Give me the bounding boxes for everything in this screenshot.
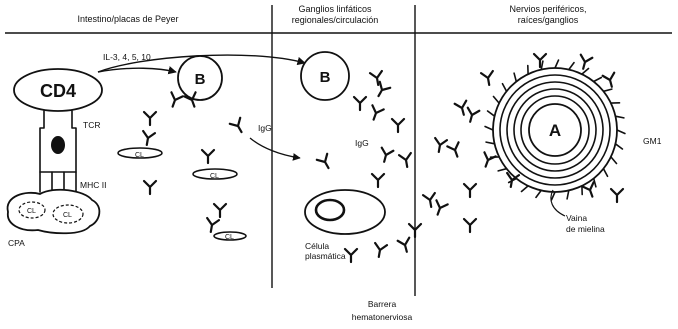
- antibody-igg-icon: [464, 108, 479, 124]
- cl-label-1: CL: [135, 152, 144, 159]
- antibody-igg-icon: [611, 189, 623, 202]
- interleukin-label: IL-3, 4, 5, 10: [103, 52, 151, 62]
- antibody-igg-icon: [577, 55, 592, 71]
- barrier-label-1: Barrera: [368, 299, 397, 309]
- cl-label-3: CL: [225, 234, 234, 241]
- barrier-label-2: hematonerviosa: [352, 312, 413, 322]
- antibody-igg-icon: [464, 219, 476, 232]
- header-intestine: Intestino/placas de Peyer: [77, 14, 178, 24]
- antibody-igg-icon: [423, 193, 437, 208]
- antibody-igg-icon: [447, 142, 463, 158]
- antibody-igg-icon: [433, 138, 447, 153]
- antibody-igg-icon: [230, 118, 247, 135]
- header-nerves-2: raíces/ganglios: [518, 15, 579, 25]
- igg-label-middle: IgG: [355, 138, 369, 148]
- antibody-igg-icon: [368, 105, 384, 121]
- apc-label: CPA: [8, 238, 25, 248]
- plasma-label-2: plasmática: [305, 251, 346, 261]
- header-lymph-nodes-2: regionales/circulación: [292, 15, 379, 25]
- antibody-igg-icon: [144, 181, 156, 194]
- apc-cl-1: CL: [27, 208, 36, 215]
- igg-label-left: IgG: [258, 123, 272, 133]
- antibody-igg-icon: [534, 54, 546, 67]
- tcr-label: TCR: [83, 120, 100, 130]
- mhc-label: MHC II: [80, 180, 106, 190]
- gm1-label: GM1: [643, 136, 662, 146]
- antibody-igg-icon: [481, 71, 495, 86]
- plasma-label-1: Célula: [305, 241, 329, 251]
- antibody-igg-icon: [317, 154, 334, 171]
- peptide-antigen: [51, 136, 65, 154]
- antibody-igg-icon: [345, 249, 357, 262]
- myelin-pointer: [551, 190, 565, 216]
- antibody-igg-icon: [480, 152, 496, 168]
- igg-arrow: [250, 138, 300, 158]
- myelin-label-1: Vaina: [566, 213, 587, 223]
- antibody-igg-icon: [205, 218, 219, 233]
- antibody-igg-icon: [464, 184, 476, 197]
- cd4-label: CD4: [40, 81, 76, 101]
- antibody-igg-icon: [432, 200, 448, 216]
- axon-label: A: [549, 121, 561, 140]
- antibody-igg-icon: [373, 243, 387, 258]
- antibody-igg-icon: [399, 153, 413, 168]
- cl-label-2: CL: [210, 173, 219, 180]
- antibody-igg-icon: [144, 112, 156, 125]
- antibody-igg-icon: [214, 204, 226, 217]
- antibody-igg-icon: [167, 92, 183, 108]
- antibody-igg-icon: [373, 82, 390, 99]
- antibody-igg-icon: [378, 148, 393, 164]
- header-lymph-nodes-1: Ganglios linfáticos: [298, 4, 372, 14]
- antibody-igg-icon: [398, 238, 413, 254]
- myelinated-axon: A: [485, 60, 625, 200]
- b-cell-left-label: B: [195, 71, 206, 88]
- antibody-igg-icon: [202, 150, 214, 163]
- apc-cl-2: CL: [63, 212, 72, 219]
- b-cell-middle-label: B: [320, 69, 331, 86]
- antibody-igg-icon: [370, 71, 384, 86]
- antibody-igg-icon: [392, 119, 404, 132]
- antibody-igg-icon: [354, 97, 366, 110]
- header-nerves-1: Nervios periféricos,: [509, 4, 586, 14]
- antibody-igg-icon: [141, 131, 155, 146]
- antibody-igg-icon: [372, 174, 384, 187]
- myelin-label-2: de mielina: [566, 224, 605, 234]
- antibody-igg-icon: [603, 73, 618, 89]
